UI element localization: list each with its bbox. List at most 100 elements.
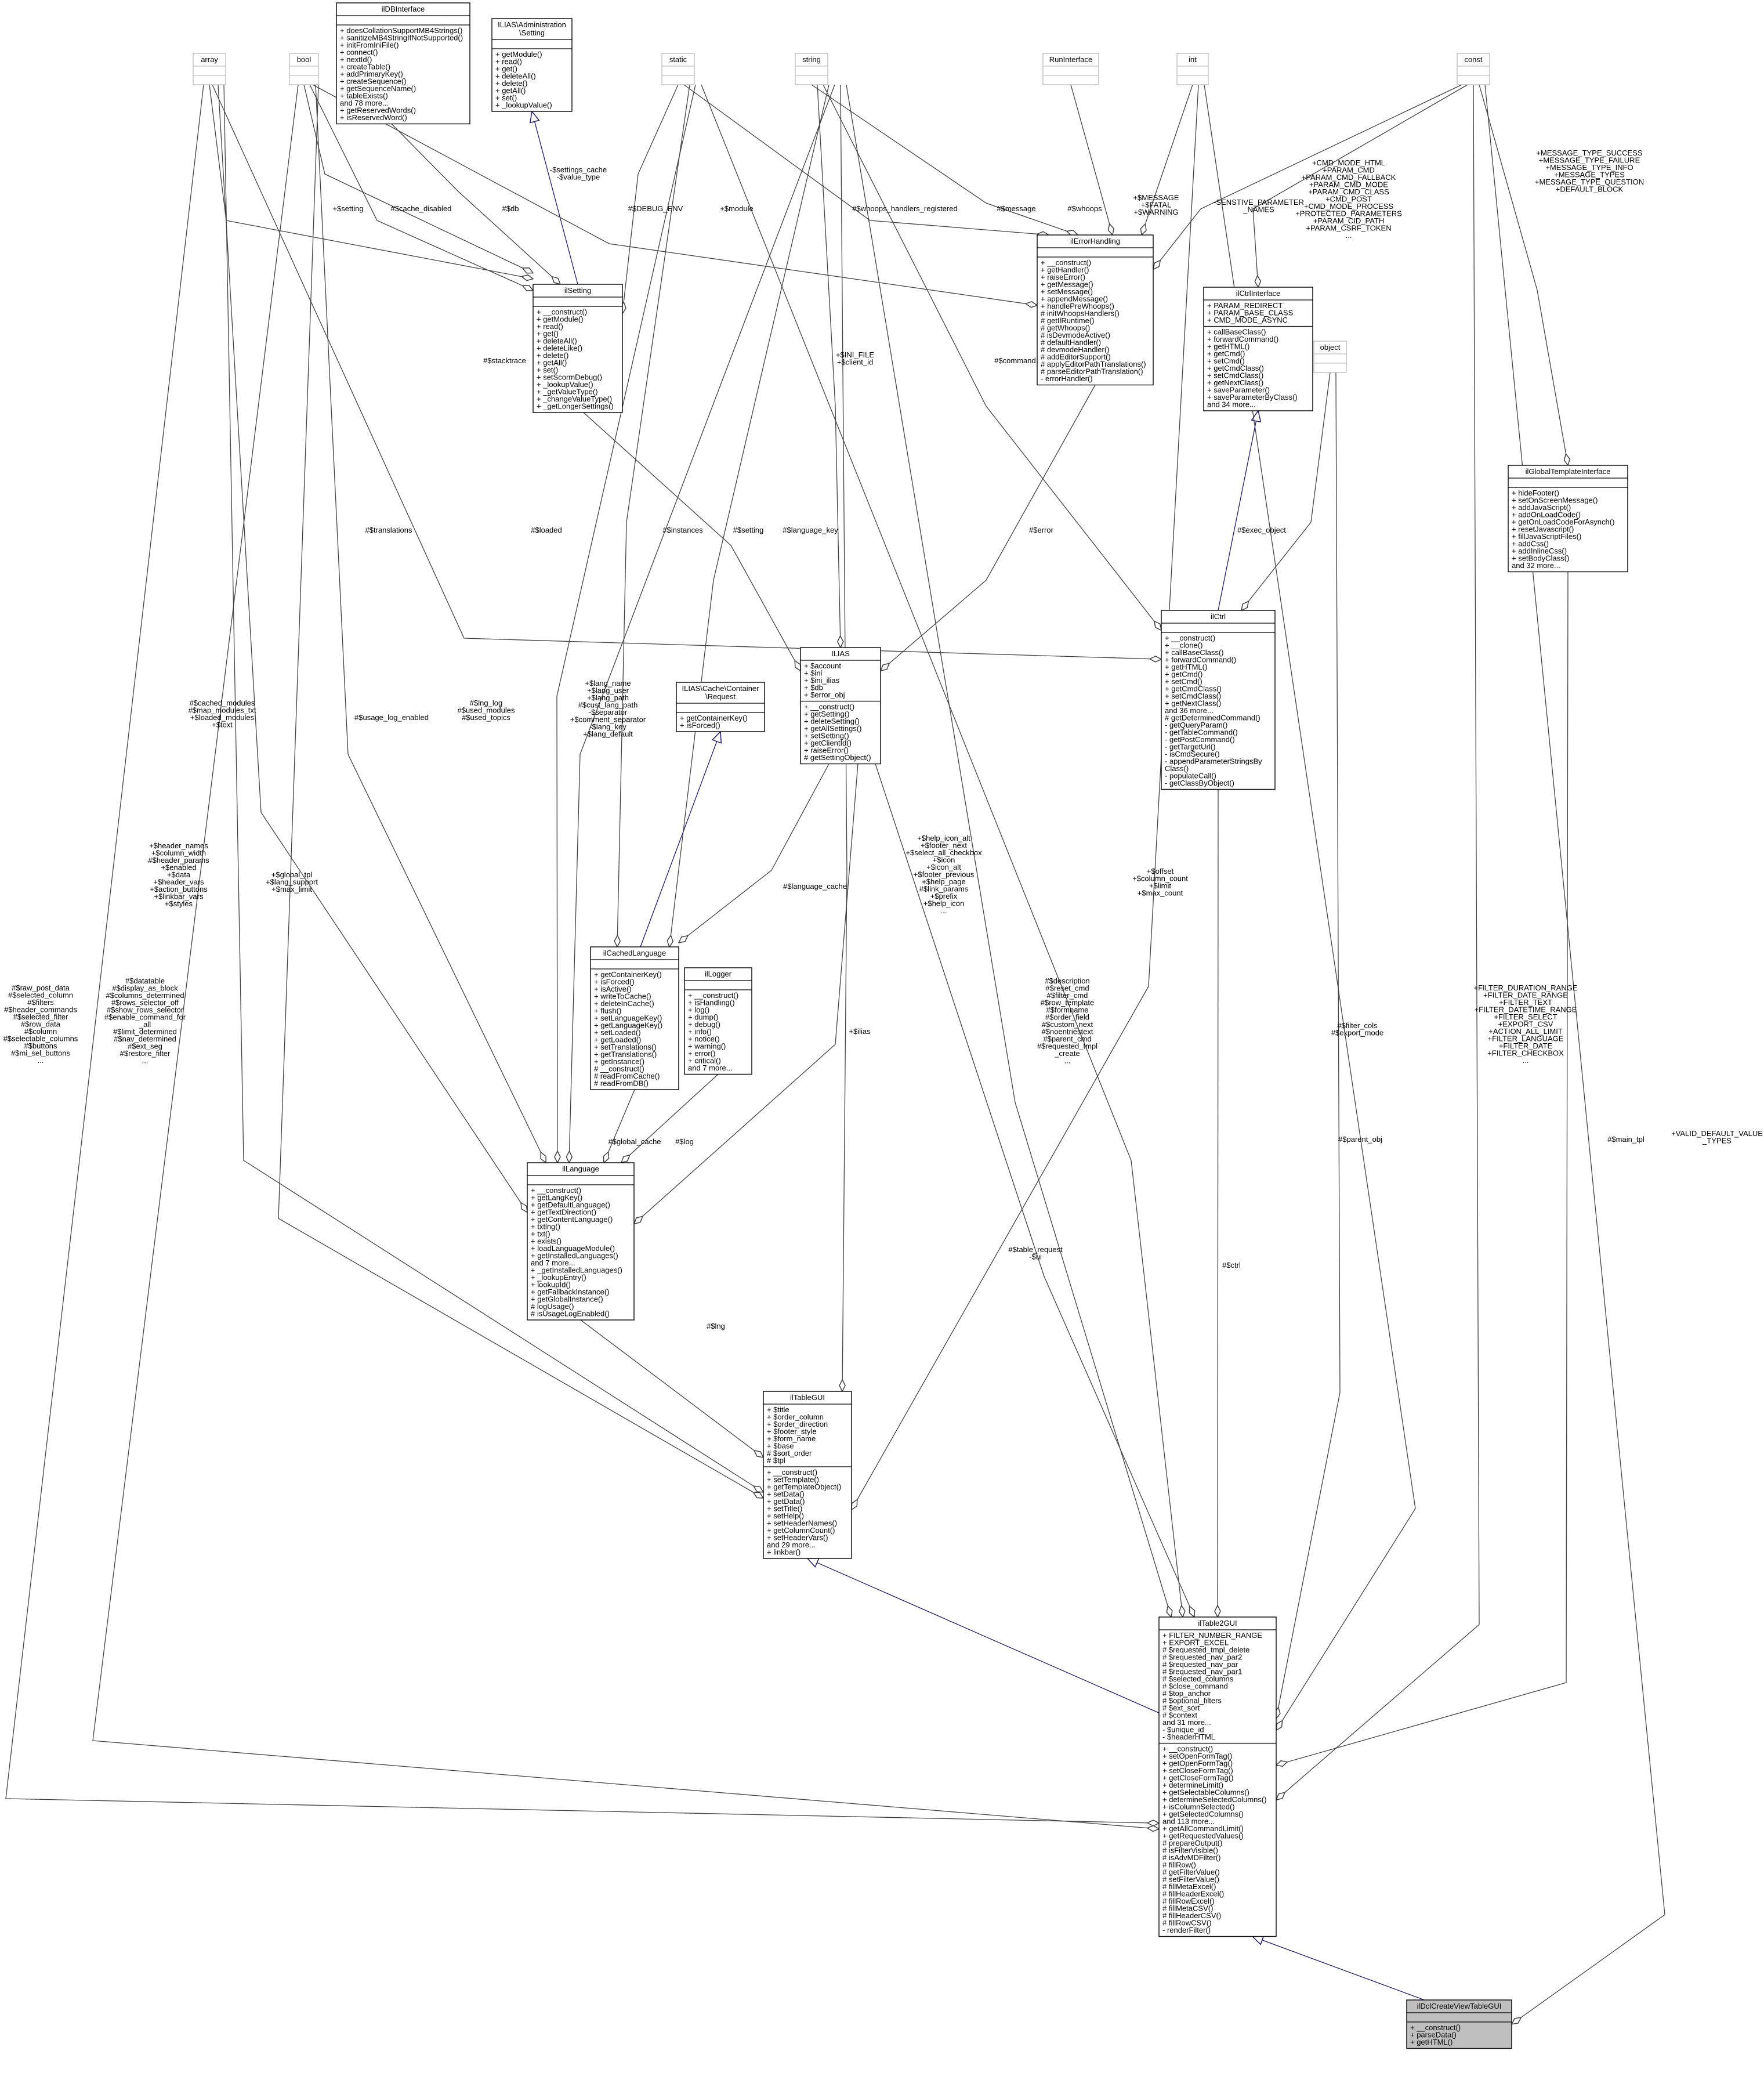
edge-label-line: #$language_key <box>783 526 838 534</box>
class-method: + setHeaderNames() <box>767 1519 837 1528</box>
class-name: \Setting <box>519 28 545 37</box>
edge-label-line: +MESSAGE_TYPES <box>1554 171 1625 179</box>
edge-label-line: +DEFAULT_BLOCK <box>1556 185 1624 194</box>
class-method: # fillHeaderExcel() <box>1162 1890 1224 1898</box>
composition-edge <box>557 84 696 1163</box>
edge-label-line: +$action_buttons <box>150 885 208 894</box>
edge-label-exec_object: #$exec_object <box>1237 526 1286 534</box>
class-method: + addCss() <box>1512 540 1549 548</box>
edge-label-error: #$error <box>1029 526 1054 534</box>
class-method: + getAll() <box>495 86 526 95</box>
class-method: + getContentLanguage() <box>531 1215 613 1224</box>
edge-label-line: +$lang_path <box>587 693 629 702</box>
composition-edge <box>1484 84 1665 2024</box>
class-name: ilErrorHandling <box>1070 237 1120 245</box>
composition-edge <box>1276 572 1569 1766</box>
composition-edge <box>823 84 1161 630</box>
class-method: + getModule() <box>495 50 542 59</box>
class-method: + setLanguageKey() <box>594 1014 662 1022</box>
class-node-ilctrl: ilCtrl+ __construct()+ __clone()+ callBa… <box>1161 610 1276 790</box>
class-method: # isDevmodeActive() <box>1041 331 1110 339</box>
edge-label-line: +PARAM_CMD_FALLBACK <box>1302 173 1396 182</box>
edge-label-line: #$datatable <box>125 976 165 985</box>
class-method: + deleteAll() <box>495 72 536 81</box>
class-method: + _lookupValue() <box>495 101 552 110</box>
class-node-ilsetting: ilSetting+ __construct()+ getModule()+ r… <box>533 284 623 413</box>
edge-label-line: #$rows_selector_off <box>111 999 179 1007</box>
inheritance-edge <box>532 111 578 285</box>
composition-edge <box>1142 84 1193 235</box>
composition-edge <box>309 84 533 291</box>
class-attribute: + $footer_style <box>767 1427 817 1436</box>
edge-label-line: +$client_id <box>837 358 874 367</box>
edge-label-line: #$selected_filter <box>13 1012 68 1021</box>
class-attribute: + $ini <box>804 669 823 678</box>
class-box <box>684 967 752 1075</box>
class-node-ilias: ILIAS+ $account+ $ini+ $ini_ilias+ $db+ … <box>800 647 881 765</box>
class-attribute: + PARAM_BASE_CLASS <box>1207 309 1294 317</box>
class-attribute: + $db <box>804 683 823 692</box>
class-method: + getOnLoadCodeForAsynch() <box>1512 518 1614 526</box>
class-method: + getSelectableColumns() <box>1162 1788 1249 1797</box>
class-node-iltable2gui: ilTable2GUI+ FILTER_NUMBER_RANGE+ EXPORT… <box>1158 1616 1277 1937</box>
class-method: + lookupId() <box>531 1281 571 1289</box>
class-name: bool <box>297 55 311 64</box>
edge-label-line: +$help_icon_alt <box>917 834 970 842</box>
class-node-ilctrlinterface: ilCtrlInterface+ PARAM_REDIRECT+ PARAM_B… <box>1203 287 1313 411</box>
class-box <box>533 284 623 413</box>
class-name: ilLanguage <box>562 1164 599 1173</box>
composition-edge <box>817 84 841 648</box>
edge-label-line: #$exec_object <box>1237 526 1286 534</box>
class-node-array: array <box>193 53 226 85</box>
edge-label-line: #$cust_lang_path <box>578 701 638 710</box>
edge-label-line: +$MESSAGE <box>1133 193 1179 202</box>
edge-label-line: #$cache_disabled <box>391 204 452 213</box>
class-name: RunInterface <box>1049 55 1092 64</box>
edge-label-line: #$nav_determined <box>114 1035 176 1043</box>
edge-label-line: #$buttons <box>24 1041 57 1050</box>
edge-label-line: +VALID_DEFAULT_VALUE <box>1671 1129 1763 1138</box>
edge-label-line: +$header_names <box>149 841 208 850</box>
class-box <box>800 647 881 765</box>
edge-label-line: +PARAM_CMD_CLASS <box>1308 187 1389 196</box>
edge-label-line: #$enable_command_for <box>104 1013 186 1022</box>
edge-label-ctrl: #$ctrl <box>1222 1261 1241 1269</box>
edge-label-line: +$footer_next <box>921 841 967 850</box>
class-method: + get() <box>495 64 517 73</box>
class-node-iltablegui: ilTableGUI+ $title+ $order_column+ $orde… <box>763 1391 852 1559</box>
class-node-runinterface: RunInterface <box>1042 53 1099 85</box>
class-method: + setLoaded() <box>594 1028 641 1037</box>
edge-label-line: #$message <box>997 204 1035 213</box>
class-method: + forwardCommand() <box>1165 656 1236 664</box>
edge-label-line: #$setting <box>733 526 764 534</box>
edge-label-line: +$offset <box>1147 867 1174 876</box>
class-attribute: # $top_anchor <box>1162 1689 1211 1698</box>
composition-edge <box>852 84 1199 1510</box>
class-box <box>527 1162 635 1321</box>
class-method: + _lookupEntry() <box>531 1273 586 1282</box>
edge-label-language_cache: #$language_cache <box>783 882 847 891</box>
composition-edge <box>846 84 1171 1617</box>
class-method: + deleteInCache() <box>594 999 654 1008</box>
edge-label-line: +$icon_alt <box>926 863 961 871</box>
class-method: + determineLimit() <box>1162 1781 1223 1789</box>
composition-edge <box>1276 84 1480 1800</box>
edge-label-line: _create <box>1054 1049 1080 1058</box>
class-method: + __construct() <box>767 1468 817 1477</box>
class-method: + __construct() <box>1162 1745 1213 1753</box>
class-method: - getClassByObject() <box>1165 779 1234 787</box>
edge-label-line: #$limit_determined <box>113 1028 177 1036</box>
edge-label-message_fatal: +$MESSAGE+$FATAL+$WARNING <box>1133 193 1179 216</box>
edge-label-instances: #$instances <box>662 526 703 534</box>
class-box <box>1313 341 1347 373</box>
class-box <box>590 946 679 1090</box>
class-method: - renderFilter() <box>1162 1926 1211 1934</box>
composition-edge <box>1252 84 1468 287</box>
class-method: + addJavaScript() <box>1512 503 1571 512</box>
edge-label-line: #$requested_tmpl <box>1037 1042 1097 1051</box>
class-method: # __construct() <box>594 1065 644 1073</box>
class-method: + setTitle() <box>767 1504 802 1513</box>
class-name: ilDBInterface <box>382 5 425 13</box>
class-method: and 29 more... <box>767 1540 816 1549</box>
edge-label-line: #$header_params <box>148 856 209 865</box>
